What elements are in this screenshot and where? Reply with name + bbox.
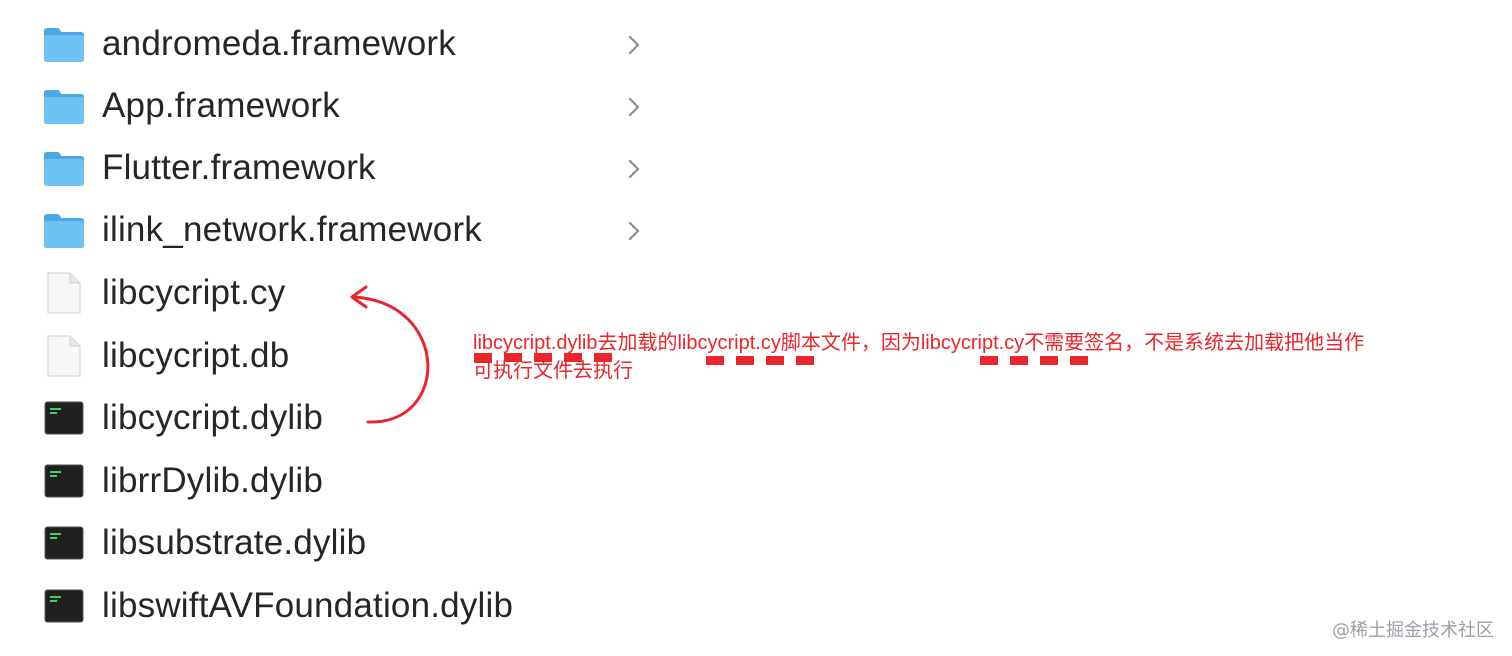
folder-icon: [42, 22, 86, 66]
annotation-line-1: libcycript.dylib去加载的libcycript.cy脚本文件，因为…: [473, 332, 1365, 354]
chevron-right-icon[interactable]: [624, 95, 644, 119]
list-item-executable[interactable]: libcycript.dylib: [0, 387, 680, 449]
annotation-dashed-underline: [474, 353, 612, 362]
file-name: librrDylib.dylib: [102, 461, 324, 500]
watermark: @稀土掘金技术社区: [1332, 620, 1494, 641]
terminal-executable-icon: [42, 584, 86, 628]
list-item-executable[interactable]: libswiftAVFoundation.dylib: [0, 575, 680, 637]
file-name: libcycript.dylib: [102, 398, 324, 437]
document-icon: [42, 271, 86, 315]
list-item-document[interactable]: libcycript.db: [0, 325, 680, 387]
folder-icon: [42, 146, 86, 190]
file-list: andromeda.framework App.framework Flutte…: [0, 0, 680, 656]
list-item-executable[interactable]: libsubstrate.dylib: [0, 512, 680, 574]
folder-icon: [42, 84, 86, 128]
list-item-document[interactable]: libcycript.cy: [0, 262, 680, 324]
file-name: libcycript.db: [102, 336, 290, 375]
terminal-executable-icon: [42, 396, 86, 440]
list-item-folder[interactable]: Flutter.framework: [0, 137, 680, 199]
file-name: libcycript.cy: [102, 273, 286, 312]
annotation-dashed-underline: [706, 356, 814, 365]
file-name: App.framework: [102, 86, 340, 125]
list-item-executable[interactable]: librrDylib.dylib: [0, 450, 680, 512]
file-name: libswiftAVFoundation.dylib: [102, 586, 514, 625]
terminal-executable-icon: [42, 459, 86, 503]
document-icon: [42, 334, 86, 378]
file-name: libsubstrate.dylib: [102, 523, 367, 562]
file-name: andromeda.framework: [102, 24, 456, 63]
list-item-folder[interactable]: ilink_network.framework: [0, 199, 680, 261]
annotation-dashed-underline: [980, 356, 1088, 365]
list-item-folder[interactable]: andromeda.framework: [0, 13, 680, 75]
file-name: ilink_network.framework: [102, 210, 482, 249]
chevron-right-icon[interactable]: [624, 33, 644, 57]
annotation-arrow: [350, 285, 430, 424]
terminal-executable-icon: [42, 521, 86, 565]
folder-icon: [42, 208, 86, 252]
file-name: Flutter.framework: [102, 148, 376, 187]
chevron-right-icon[interactable]: [624, 219, 644, 243]
list-item-folder[interactable]: App.framework: [0, 75, 680, 137]
chevron-right-icon[interactable]: [624, 157, 644, 181]
annotation-text: libcycript.dylib去加载的libcycript.cy脚本文件，因为…: [473, 329, 1483, 385]
annotation-line-2: 可执行文件去执行: [473, 360, 633, 382]
